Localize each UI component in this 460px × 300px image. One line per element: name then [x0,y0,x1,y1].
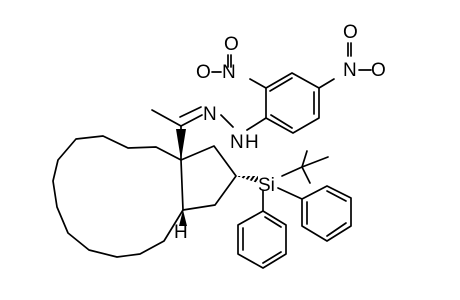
hydrazone-nitrogen-label: N [203,104,217,125]
nitro-groups [211,42,372,73]
dinitrophenyl-ring [249,72,335,134]
phenyl-rings [237,185,352,269]
hydrazone-nh-nitrogen-label: N [230,132,244,153]
atom-labels: O N O O N O N N H Si H [174,22,386,243]
stereo-bonds [176,129,258,226]
nitro-left-oxygen-label: O [196,62,211,83]
nitro-right-nitrogen-label: N [343,60,357,81]
hydrazone-hydrogen-label: H [245,132,259,153]
nitro-right-oxygen-label: O [371,60,386,81]
tert-butyl-group [281,150,329,184]
silicon-label: Si [258,175,275,196]
nitro-right-oxygen-top-label: O [343,22,358,43]
nitro-top-oxygen-label: O [224,34,239,55]
cyclododecane-ring [52,135,184,258]
nitro-left-nitrogen-label: N [222,62,236,83]
bridgehead-hydrogen-label: H [174,222,188,243]
cyclopentane-ring [180,145,237,211]
